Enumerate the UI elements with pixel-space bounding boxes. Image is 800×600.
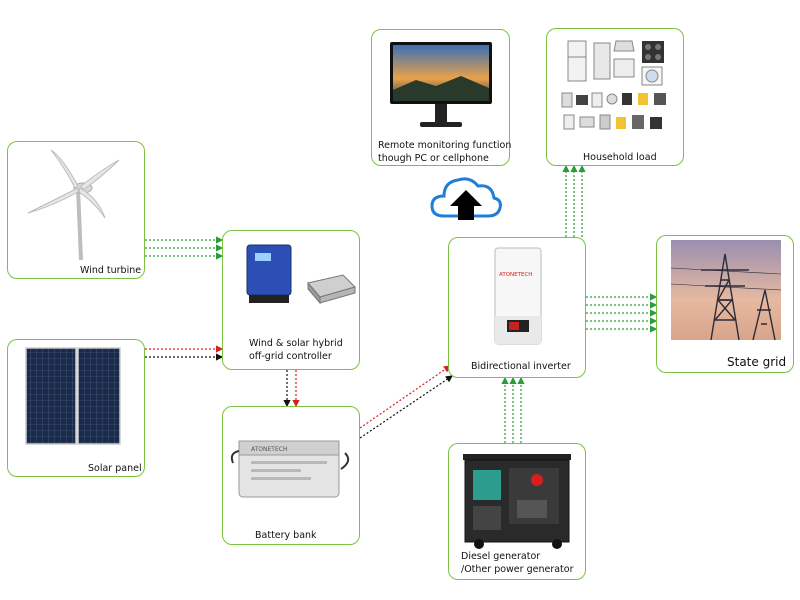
dump-load-icon — [307, 274, 356, 305]
inverter-unit-icon: ATONETECH — [494, 247, 542, 345]
inverter-label: Bidirectional inverter — [471, 361, 571, 372]
wire-battery-to-inverter — [359, 365, 453, 439]
wire-inverter-to-grid — [586, 293, 658, 333]
inverter-brand-text: ATONETECH — [499, 272, 532, 278]
wire-controller-to-battery — [283, 370, 300, 408]
battery-bank-node: ATONETECH Battery bank — [222, 406, 360, 545]
monitor-label-line2: though PC or cellphone — [378, 153, 489, 164]
solar-panel-label: Solar panel — [88, 463, 142, 474]
wind-turbine-label: Wind turbine — [80, 265, 142, 276]
appliances-icon — [561, 40, 666, 130]
wind-turbine-node: Wind turbine — [7, 141, 145, 279]
wind-turbine-icon — [27, 149, 120, 261]
battery-brand-text: ATONETECH — [251, 446, 287, 453]
solar-panel-node: Solar panel — [7, 339, 145, 477]
cloud-upload-icon — [430, 177, 502, 220]
transmission-tower-icon — [671, 240, 781, 340]
hybrid-controller-node: Wind & solar hybrid off-grid controller — [222, 230, 360, 370]
generator-icon — [463, 454, 571, 549]
wire-turbine-to-controller — [145, 236, 224, 260]
monitor-icon — [390, 42, 492, 127]
generator-label-line1: Diesel generator — [461, 551, 541, 562]
controller-unit-icon — [246, 244, 292, 303]
wire-generator-to-inverter — [501, 376, 525, 443]
diesel-generator-node: Diesel generator /Other power generator — [448, 443, 586, 580]
state-grid-node: State grid — [656, 235, 794, 373]
bidirectional-inverter-node: ATONETECH Bidirectional inverter — [448, 237, 586, 378]
state-grid-label: State grid — [727, 355, 787, 369]
monitor-label-line1: Remote monitoring function — [378, 140, 512, 151]
remote-monitoring-node: Remote monitoring function though PC or … — [371, 29, 512, 166]
controller-label-line1: Wind & solar hybrid — [249, 338, 343, 349]
household-load-node: Household load — [546, 28, 684, 166]
generator-label-line2: /Other power generator — [461, 564, 574, 575]
battery-icon: ATONETECH — [230, 440, 350, 498]
household-load-label: Household load — [583, 152, 657, 163]
solar-panel-icon — [25, 347, 121, 445]
wire-inverter-to-household — [562, 164, 586, 237]
controller-label-line2: off-grid controller — [249, 351, 332, 362]
battery-bank-label: Battery bank — [255, 530, 317, 541]
wire-solar-to-controller — [145, 345, 224, 361]
